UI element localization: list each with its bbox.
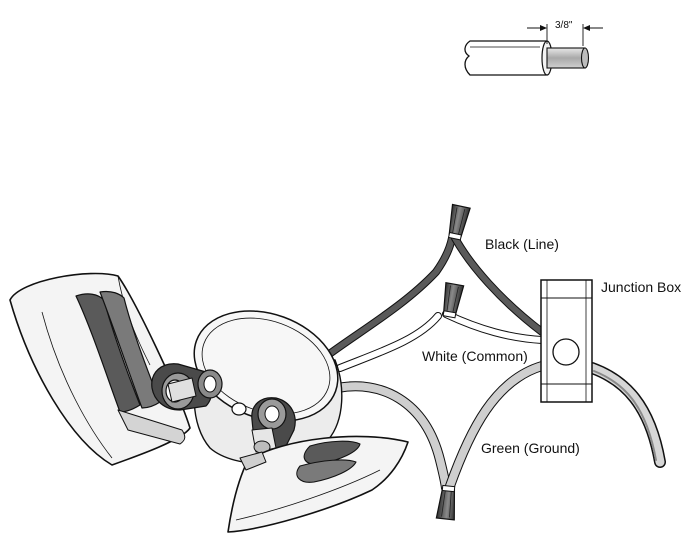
fixture-canopy-face [193, 310, 339, 422]
wire-nut-green [435, 484, 456, 521]
bare-conductor [546, 47, 586, 69]
junction-box [540, 279, 593, 403]
canopy-screw-hole [231, 402, 247, 416]
junction-box-label: Junction Box [601, 279, 682, 295]
lower-lamp-head [227, 435, 409, 533]
wires [324, 234, 666, 493]
wire-strip-detail [464, 24, 603, 76]
wire-nut-black [448, 203, 471, 241]
knockout-hole [552, 338, 580, 366]
black-wire-fixture [324, 234, 456, 359]
white-wire-label: White (Common) [421, 348, 529, 364]
fixture [9, 272, 409, 533]
black-wire-label: Black (Line) [485, 236, 559, 252]
upper-lamp-head [9, 272, 191, 466]
green-wire-label: Green (Ground) [481, 440, 580, 456]
wire-nut-white [442, 281, 465, 319]
wire-insulation [464, 40, 551, 76]
strip-length-label: 3/8" [555, 20, 573, 31]
green-wire-box [445, 361, 547, 491]
